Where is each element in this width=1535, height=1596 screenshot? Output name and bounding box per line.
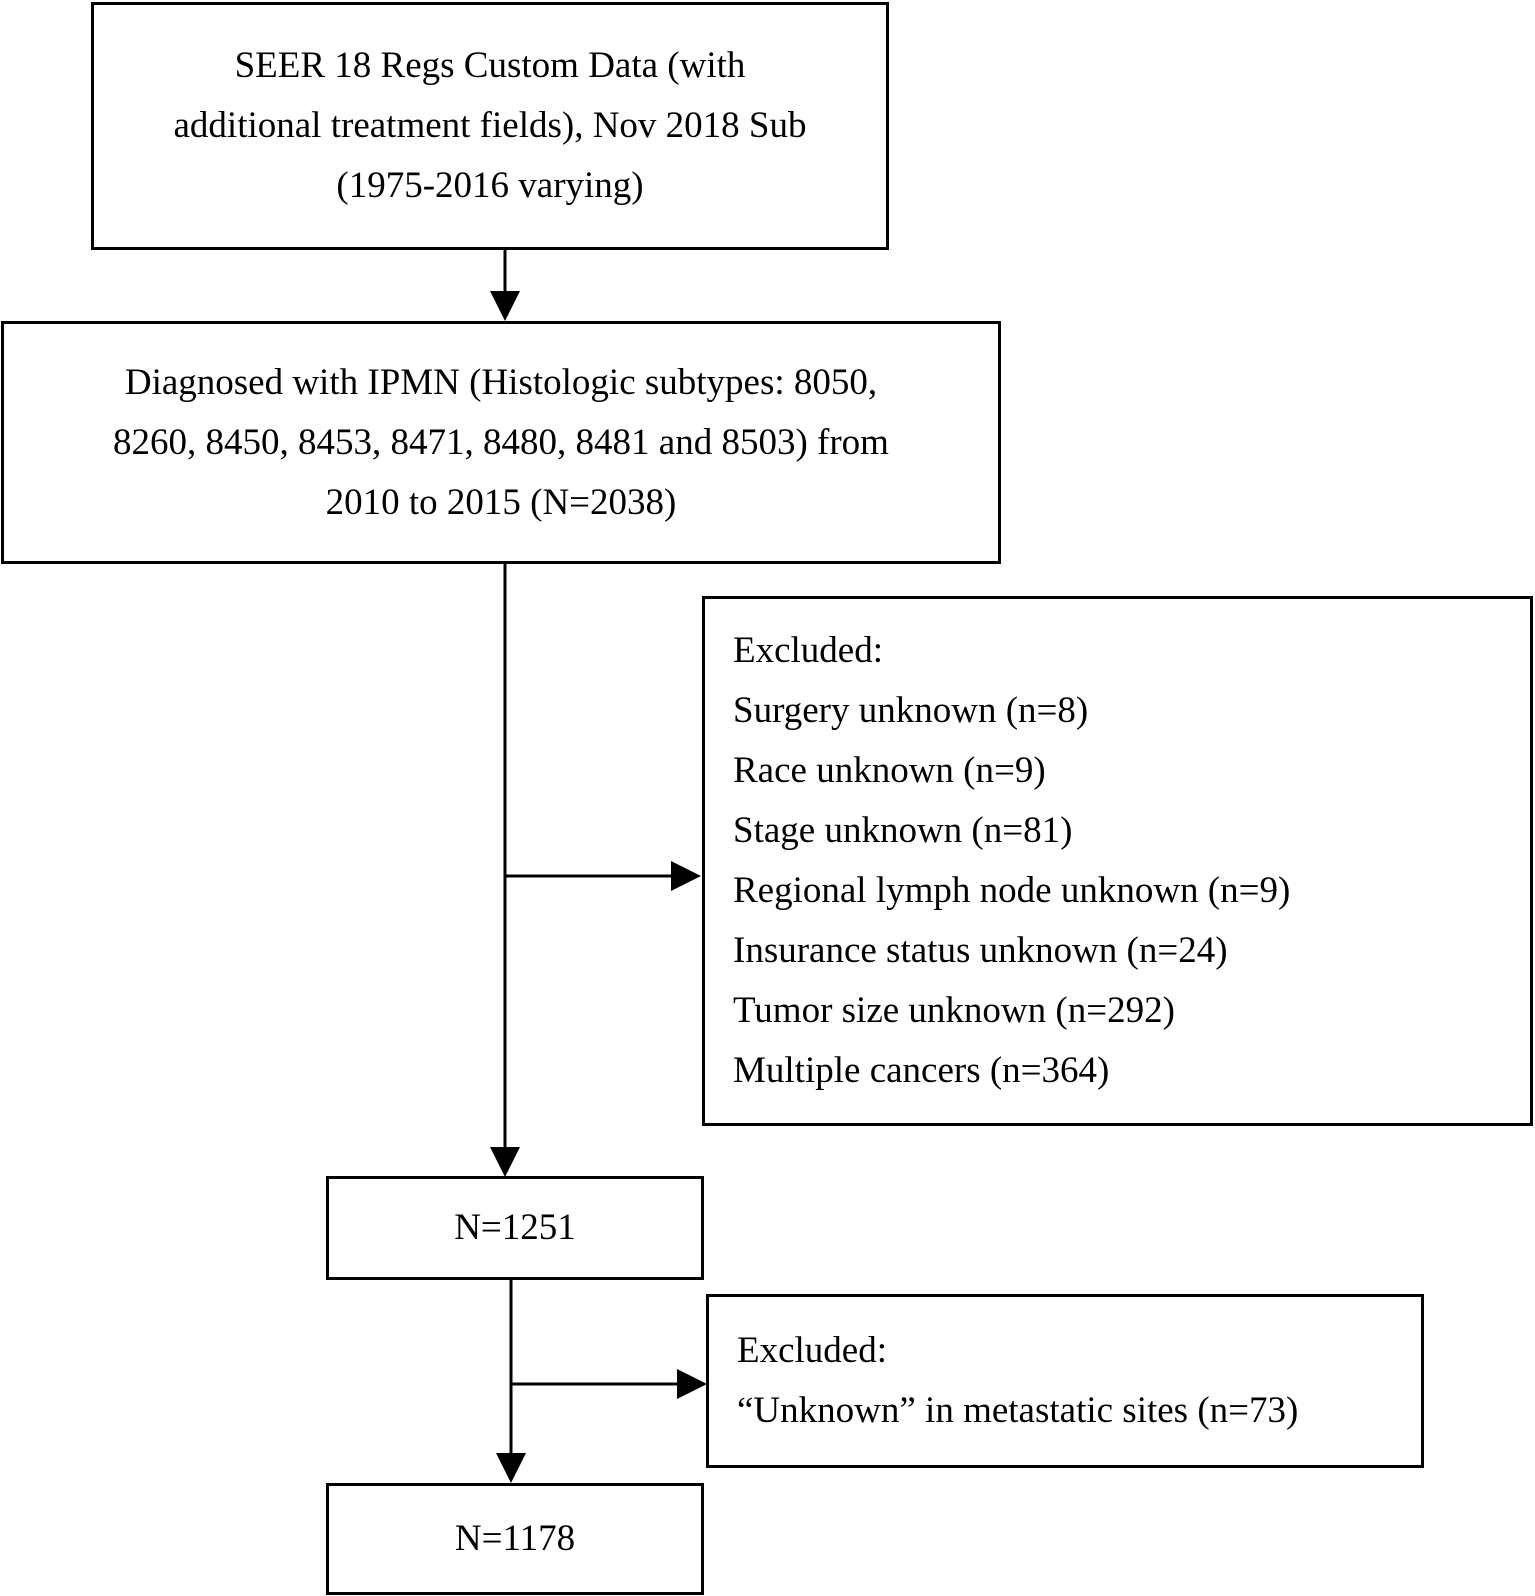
source-line-2: additional treatment fields), Nov 2018 S…: [173, 105, 807, 146]
excluded-2-item: “Unknown” in metastatic sites (n=73): [737, 1390, 1299, 1431]
excluded-2-heading: Excluded:: [737, 1330, 888, 1371]
diagnosed-line-3: 2010 to 2015 (N=2038): [325, 481, 677, 523]
excluded-1-item: Multiple cancers (n=364): [733, 1050, 1110, 1091]
source-line-3: (1975-2016 varying): [336, 165, 644, 206]
diagnosed-cohort-box: Diagnosed with IPMN (Histologic subtypes…: [1, 321, 1001, 564]
excluded-1-item: Insurance status unknown (n=24): [733, 930, 1228, 971]
source-data-box: SEER 18 Regs Custom Data (with additiona…: [91, 2, 889, 250]
excluded-box-1: Excluded: Surgery unknown (n=8) Race unk…: [702, 596, 1533, 1126]
excluded-1-item: Regional lymph node unknown (n=9): [733, 870, 1291, 911]
count-2-label: N=1178: [454, 1518, 576, 1559]
source-line-1: SEER 18 Regs Custom Data (with: [234, 45, 746, 86]
excluded-1-item: Surgery unknown (n=8): [733, 690, 1089, 731]
excluded-1-item: Tumor size unknown (n=292): [733, 990, 1175, 1031]
excluded-1-heading: Excluded:: [733, 630, 884, 671]
excluded-box-2: Excluded: “Unknown” in metastatic sites …: [706, 1294, 1424, 1468]
diagnosed-line-2: 8260, 8450, 8453, 8471, 8480, 8481 and 8…: [113, 421, 889, 463]
excluded-1-item: Stage unknown (n=81): [733, 810, 1073, 851]
diagnosed-line-1: Diagnosed with IPMN (Histologic subtypes…: [124, 361, 878, 403]
excluded-1-item: Race unknown (n=9): [733, 750, 1046, 791]
count-box-2: N=1178: [326, 1483, 704, 1595]
count-1-label: N=1251: [454, 1207, 576, 1248]
count-box-1: N=1251: [326, 1176, 704, 1280]
